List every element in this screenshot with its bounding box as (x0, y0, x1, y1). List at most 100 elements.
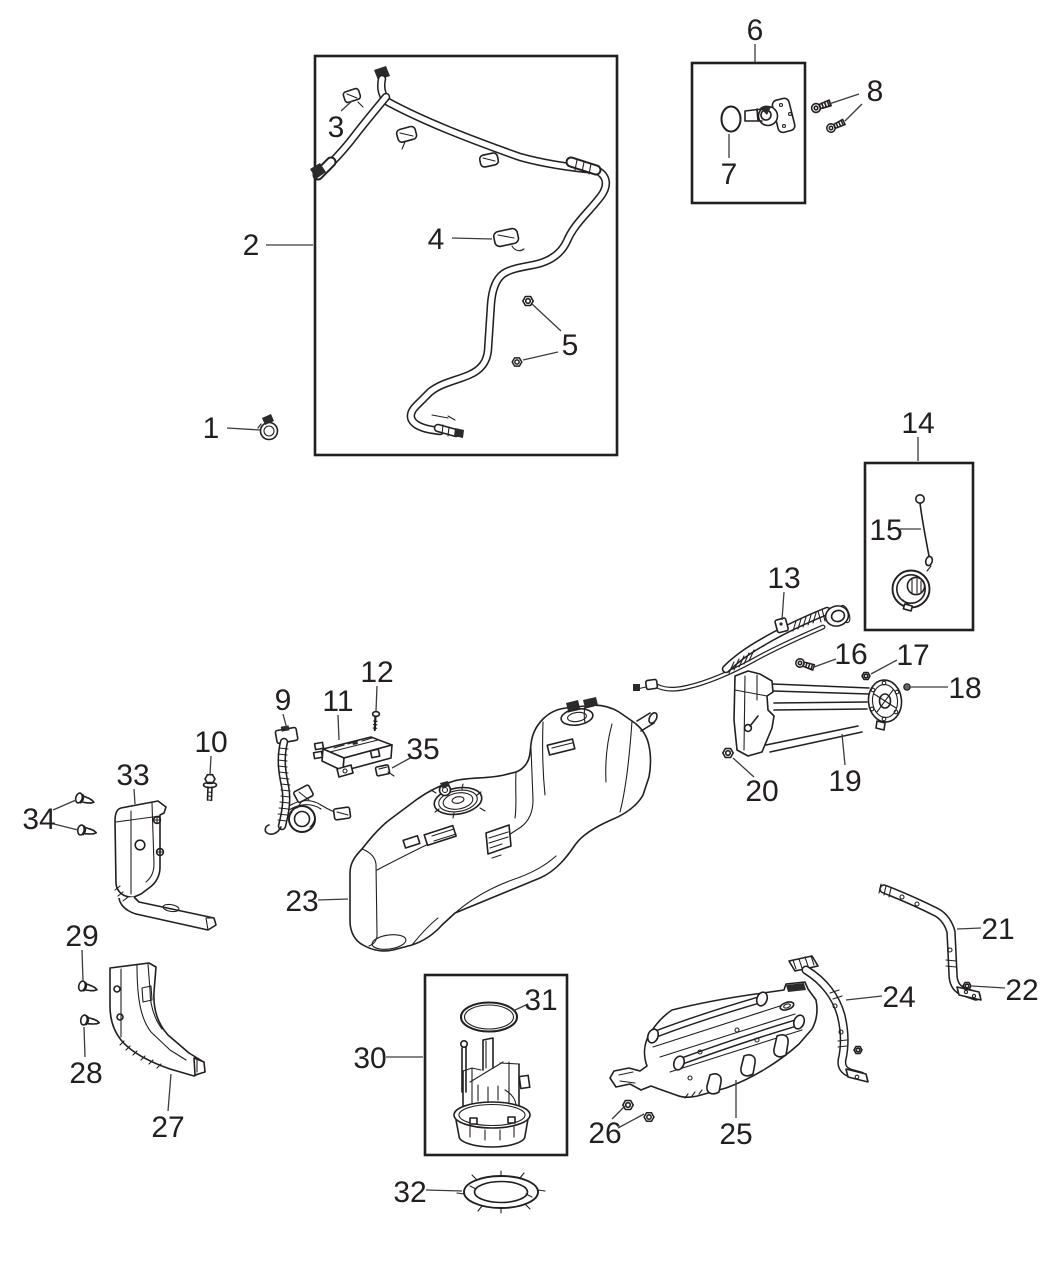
pump-module-group-box (423, 973, 569, 1157)
tank-support-bracket-drawing (114, 800, 217, 931)
retainer-clip-drawing (257, 414, 279, 441)
callout-label-4: 4 (428, 223, 445, 256)
leader-line (52, 799, 77, 811)
callout-label-7: 7 (721, 158, 738, 191)
callout-label-11: 11 (322, 685, 353, 718)
callout-24: 24 (845, 981, 916, 1014)
callout-17: 17 (870, 639, 930, 675)
callout-31: 31 (512, 984, 558, 1017)
leader-line (282, 713, 288, 730)
callout-label-10: 10 (194, 726, 227, 759)
connector-end-icon (454, 428, 464, 438)
tank-outlet-icon (648, 712, 658, 724)
callout-1: 1 (203, 412, 261, 445)
callout-16: 16 (813, 638, 868, 671)
leader-line (732, 757, 755, 778)
leader-line (340, 100, 353, 112)
filler-tube-drawing (633, 604, 851, 692)
leader-line (512, 1003, 529, 1012)
control-module-drawing (312, 736, 393, 778)
leader-line (375, 685, 378, 712)
callout-22: 22 (971, 974, 1039, 1007)
callout-label-30: 30 (353, 1042, 386, 1075)
leader-line (133, 788, 136, 805)
vent-cap-icon (566, 700, 580, 711)
callout-label-1: 1 (203, 412, 220, 445)
leader-line (813, 658, 837, 668)
callout-label-9: 9 (275, 684, 292, 717)
callout-20: 20 (732, 757, 779, 808)
leader-line (522, 351, 559, 361)
leader-line (391, 756, 413, 769)
callout-33: 33 (116, 759, 150, 805)
callout-25: 25 (719, 1080, 753, 1151)
callout-12: 12 (360, 656, 394, 712)
callout-label-6: 6 (747, 14, 764, 47)
leader-line (531, 303, 562, 332)
leader-line (337, 714, 340, 741)
fuel-tank-drawing (349, 697, 658, 952)
callout-label-15: 15 (869, 514, 902, 547)
o-ring-drawing (459, 1001, 519, 1033)
callout-9: 9 (275, 684, 292, 730)
leader-line (317, 898, 349, 901)
plate-tab-icon (786, 983, 806, 992)
callout-30: 30 (353, 1042, 423, 1075)
callout-label-35: 35 (406, 733, 439, 766)
tank-strap-drawing (878, 883, 982, 1001)
callout-3: 3 (328, 100, 353, 144)
callout-23: 23 (285, 885, 349, 918)
callout-18: 18 (911, 672, 982, 705)
fuel-pump-module-drawing (453, 1037, 531, 1148)
leader-line (956, 927, 982, 930)
callout-28: 28 (69, 1026, 103, 1090)
callout-6: 6 (747, 14, 764, 62)
callout-14: 14 (901, 407, 935, 461)
callout-label-26: 26 (588, 1117, 621, 1150)
callout-34: 34 (22, 799, 79, 836)
callout-11: 11 (322, 685, 354, 741)
callout-35: 35 (391, 733, 440, 769)
filler-bracket-drawing (733, 670, 903, 757)
callout-label-14: 14 (901, 407, 934, 440)
callout-27: 27 (151, 1073, 185, 1144)
callout-label-2: 2 (243, 229, 260, 262)
callout-label-21: 21 (981, 913, 1014, 946)
leader-line (828, 93, 860, 105)
callout-label-8: 8 (867, 75, 884, 108)
callout-label-31: 31 (524, 984, 557, 1017)
skid-plate-drawing (609, 981, 818, 1099)
leader-line (53, 823, 79, 831)
connector-end-icon (310, 163, 326, 179)
callout-8: 8 (828, 75, 884, 122)
callout-label-23: 23 (285, 885, 318, 918)
cap-tether-drawing (914, 493, 934, 572)
clip-head-icon (262, 414, 274, 425)
callout-label-29: 29 (65, 920, 98, 953)
leader-line (451, 237, 493, 240)
callout-5: 5 (522, 303, 578, 362)
callout-label-33: 33 (116, 759, 149, 792)
tank-strap-drawing (788, 955, 869, 1083)
callout-label-32: 32 (393, 1176, 426, 1209)
callout-29: 29 (65, 920, 99, 982)
callout-7: 7 (721, 134, 738, 191)
line-end-fitting-icon (374, 66, 390, 80)
check-valve-drawing (744, 97, 796, 134)
callout-26: 26 (588, 1105, 645, 1150)
connector-icon (293, 784, 314, 804)
callout-label-24: 24 (882, 981, 915, 1014)
leader-line (226, 427, 261, 431)
leader-line (425, 1189, 463, 1192)
fuel-lines-group-box (313, 54, 619, 457)
leader-line (611, 1105, 626, 1120)
bolt-icon (202, 773, 218, 801)
module-screw-icon (371, 710, 381, 732)
o-ring-drawing (720, 105, 742, 133)
tank-support-bracket-drawing (109, 962, 206, 1077)
callout-2: 2 (243, 229, 313, 262)
callout-4: 4 (428, 223, 493, 256)
